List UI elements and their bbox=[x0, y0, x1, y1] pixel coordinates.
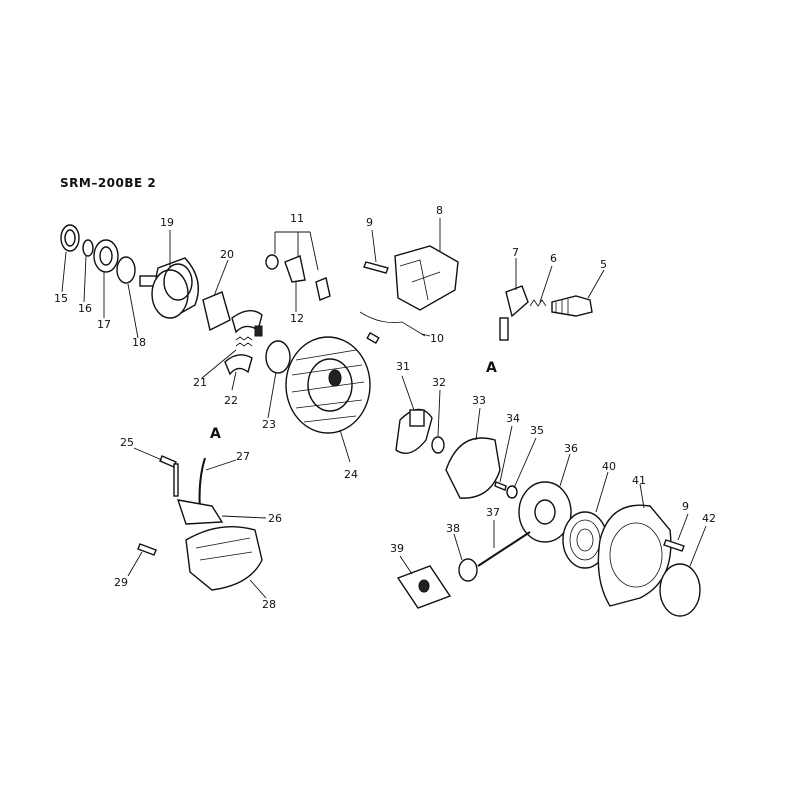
part-6-spring bbox=[529, 299, 547, 307]
callout-15: 15 bbox=[54, 292, 68, 305]
callout-8: 8 bbox=[436, 204, 443, 217]
callout-41: 41 bbox=[632, 474, 646, 487]
callout-20: 20 bbox=[220, 248, 234, 261]
callout-32: 32 bbox=[432, 376, 446, 389]
part-19-clutch-drum bbox=[139, 257, 199, 319]
part-18-snap-ring bbox=[116, 256, 136, 284]
callout-35: 35 bbox=[530, 424, 544, 437]
part-36-pulley bbox=[518, 481, 572, 543]
callout-A-bottom: A bbox=[210, 426, 221, 442]
part-32-washer bbox=[431, 436, 445, 454]
callout-37: 37 bbox=[486, 506, 500, 519]
part-22-shoe bbox=[224, 354, 253, 376]
callout-29: 29 bbox=[114, 576, 128, 589]
part-39-handle bbox=[396, 565, 452, 609]
part-28-cover bbox=[185, 525, 263, 591]
part-17-bearing bbox=[93, 239, 119, 273]
callout-39: 39 bbox=[390, 542, 404, 555]
callout-17: 17 bbox=[97, 318, 111, 331]
part-25-screw bbox=[159, 455, 179, 497]
part-10-wire bbox=[359, 311, 426, 345]
part-16-washer bbox=[82, 239, 94, 257]
diagram-title: SRM–200BE 2 bbox=[60, 176, 157, 190]
callout-A-top: A bbox=[486, 360, 497, 376]
callout-19: 19 bbox=[160, 216, 174, 229]
callout-24: 24 bbox=[344, 468, 358, 481]
part-23-washer bbox=[265, 340, 291, 374]
callout-28: 28 bbox=[262, 598, 276, 611]
callout-9: 9 bbox=[366, 216, 373, 229]
callout-23: 23 bbox=[262, 418, 276, 431]
callout-10: 10 bbox=[430, 332, 444, 345]
part-9-screw bbox=[363, 261, 389, 274]
part-5-spark-plug bbox=[551, 295, 593, 317]
callout-22: 22 bbox=[224, 394, 238, 407]
part-29-screw bbox=[137, 543, 157, 556]
leader-lines bbox=[61, 218, 707, 599]
callout-40: 40 bbox=[602, 460, 616, 473]
callout-12: 12 bbox=[290, 312, 304, 325]
callout-25: 25 bbox=[120, 436, 134, 449]
part-9-screw-right bbox=[663, 539, 685, 552]
callout-38: 38 bbox=[446, 522, 460, 535]
callout-26: 26 bbox=[268, 512, 282, 525]
part-34-screw bbox=[494, 481, 507, 491]
callout-21: 21 bbox=[193, 376, 207, 389]
callout-7: 7 bbox=[512, 246, 519, 259]
callout-36: 36 bbox=[564, 442, 578, 455]
part-24-flywheel bbox=[285, 336, 371, 434]
part-11-bracket bbox=[265, 231, 331, 301]
part-31-module bbox=[395, 408, 433, 454]
callout-31: 31 bbox=[396, 360, 410, 373]
part-35-washer bbox=[506, 485, 518, 499]
part-38-grip-insert bbox=[458, 558, 478, 582]
callout-34: 34 bbox=[506, 412, 520, 425]
callout-33: 33 bbox=[472, 394, 486, 407]
part-20-plate bbox=[202, 291, 231, 332]
part-15-seal bbox=[60, 224, 80, 252]
part-8-ignition-coil bbox=[394, 245, 459, 311]
part-26-bracket bbox=[176, 499, 224, 525]
part-21-spring bbox=[235, 336, 253, 347]
callout-6: 6 bbox=[550, 252, 557, 265]
part-7-plug-cap bbox=[499, 285, 529, 341]
callout-42: 42 bbox=[702, 512, 716, 525]
part-33-gasket bbox=[445, 437, 501, 499]
callout-27: 27 bbox=[236, 450, 250, 463]
callout-11: 11 bbox=[290, 212, 304, 225]
callout-16: 16 bbox=[78, 302, 92, 315]
callout-labels: 15 16 17 18 19 20 21 22 23 24 11 12 9 8 … bbox=[54, 204, 716, 611]
callout-9-right: 9 bbox=[682, 500, 689, 513]
part-clutch-shoe bbox=[231, 310, 263, 337]
callout-18: 18 bbox=[132, 336, 146, 349]
part-42-cover bbox=[659, 563, 701, 617]
callout-5: 5 bbox=[600, 258, 607, 271]
part-37-rope bbox=[477, 531, 531, 567]
